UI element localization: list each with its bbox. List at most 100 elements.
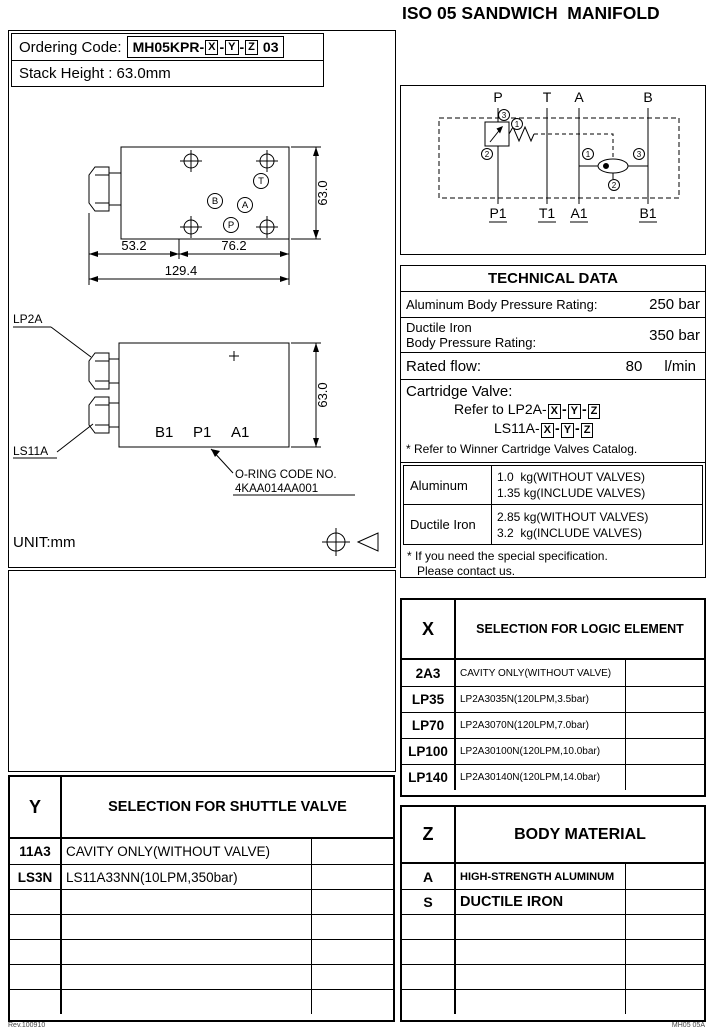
side-view-drawing (13, 326, 379, 556)
special-spec-note-line1: * If you need the special specification. (407, 549, 608, 563)
ductile-pressure-value: 350 bar (649, 326, 700, 344)
code-prefix: MH05KPR- (132, 39, 205, 55)
y-row-extra (312, 839, 393, 864)
x-row-desc: LP2A30140N(120LPM,14.0bar) (456, 765, 626, 790)
z-table-empty-row (402, 914, 704, 939)
ref-y-box: Y (567, 404, 581, 419)
y-table-empty-row (10, 964, 393, 989)
x-table-header: X SELECTION FOR LOGIC ELEMENT (402, 600, 704, 660)
weight-section: Aluminum 1.0 kg(WITHOUT VALVES) 1.35 kg(… (401, 463, 705, 547)
port-t-label: T (258, 176, 264, 187)
x-row-extra (626, 739, 704, 764)
y-table-key: Y (10, 777, 62, 837)
schematic-port-b1: B1 (639, 205, 656, 221)
schematic-num-2: 2 (612, 181, 617, 190)
ref-x-box: X (540, 423, 555, 438)
y-row-code: 11A3 (10, 839, 62, 864)
footer-doc-code: MH05 05A (671, 1022, 705, 1027)
unit-label: UNIT:mm (13, 534, 76, 551)
ductile-pressure-label-line2: Body Pressure Rating: (406, 335, 537, 350)
y-table-title: SELECTION FOR SHUTTLE VALVE (108, 799, 347, 815)
x-row-desc: LP2A3070N(120LPM,7.0bar) (456, 713, 626, 738)
aluminum-pressure-label: Aluminum Body Pressure Rating: (406, 297, 598, 312)
technical-drawings: T B A P 53.2 76.2 129.4 63.0 (13, 146, 379, 556)
x-table-title: SELECTION FOR LOGIC ELEMENT (476, 622, 684, 636)
z-row-extra (626, 890, 704, 914)
cartridge-note: * Refer to Winner Cartridge Valves Catal… (406, 442, 638, 456)
ref-separator: - (581, 401, 587, 417)
z-table-empty-row (402, 989, 704, 1014)
z-table-empty-row (402, 964, 704, 989)
code-z-box: Z (245, 39, 258, 55)
y-row-code: LS3N (10, 865, 62, 889)
z-table-title: BODY MATERIAL (514, 825, 646, 843)
schematic-arrow (496, 126, 503, 134)
z-row-code: S (402, 890, 456, 914)
notes-panel (8, 570, 396, 772)
y-table-empty-row (10, 939, 393, 964)
cartridge-valve-section: Cartridge Valve: Refer to LP2A-X-Y-Z LS1… (401, 380, 705, 463)
weight-row-ductile: Ductile Iron 2.85 kg(WITHOUT VALVES) 3.2… (404, 505, 702, 544)
x-table-row: 2A3 CAVITY ONLY(WITHOUT VALVE) (402, 660, 704, 686)
weight-material: Ductile Iron (404, 505, 492, 544)
side-view-dimension-arrows (211, 343, 319, 457)
y-row-desc: CAVITY ONLY(WITHOUT VALVE) (62, 839, 312, 864)
y-row-desc: LS11A33NN(10LPM,350bar) (62, 865, 312, 889)
footer-revision: Rev.100910 (8, 1022, 46, 1027)
z-selection-table: Z BODY MATERIAL A HIGH-STRENGTH ALUMINUM… (400, 805, 706, 1022)
plus-mark: + (230, 349, 237, 363)
port-p1-label: P1 (193, 424, 211, 441)
x-table-key: X (402, 600, 456, 658)
code-x-box: X (205, 39, 219, 55)
x-row-desc: LP2A30100N(120LPM,10.0bar) (456, 739, 626, 764)
oring-code-line2: 4KAA014AA001 (235, 483, 318, 495)
port-p-label: P (228, 220, 234, 231)
ductile-pressure-label: Ductile Iron Body Pressure Rating: (406, 320, 536, 350)
stack-height-label: Stack Height : 63.0mm (11, 60, 324, 87)
y-table-row: LS3N LS11A33NN(10LPM,350bar) (10, 864, 393, 889)
page-title: ISO 05 SANDWICH MANIFOLD (402, 3, 660, 23)
weight-values: 2.85 kg(WITHOUT VALVES) 3.2 kg(INCLUDE V… (492, 505, 702, 544)
z-row-extra (626, 864, 704, 889)
y-table-header: Y SELECTION FOR SHUTTLE VALVE (10, 777, 393, 839)
oring-code-line1: O-RING CODE NO. (235, 469, 337, 481)
schematic-num-1: 1 (586, 150, 591, 159)
ordering-code-label: Ordering Code: (19, 38, 122, 56)
x-table-row: LP70 LP2A3070N(120LPM,7.0bar) (402, 712, 704, 738)
weight-table: Aluminum 1.0 kg(WITHOUT VALVES) 1.35 kg(… (403, 465, 703, 545)
y-table-empty-row (10, 889, 393, 914)
x-row-desc: CAVITY ONLY(WITHOUT VALVE) (456, 660, 626, 686)
aluminum-pressure-value: 250 bar (649, 296, 700, 313)
hydraulic-schematic-panel: P T A B P1 T1 A1 B1 3 1 2 1 3 2 (400, 85, 706, 255)
code-y-box: Y (225, 39, 239, 55)
rated-flow-value: 80 (625, 357, 643, 375)
x-row-code: LP70 (402, 713, 456, 738)
z-table-header: Z BODY MATERIAL (402, 807, 704, 864)
port-a-label: A (242, 200, 249, 211)
x-selection-table: X SELECTION FOR LOGIC ELEMENT 2A3 CAVITY… (400, 598, 706, 797)
schematic-num-2: 2 (485, 150, 490, 159)
schematic-num-1: 1 (515, 120, 520, 129)
z-table-row: S DUCTILE IRON (402, 889, 704, 914)
weight-value-line: 1.0 kg(WITHOUT VALVES) (497, 470, 646, 484)
ref-separator: - (561, 401, 567, 417)
weight-material: Aluminum (404, 466, 492, 504)
ref-z-box: Z (587, 404, 601, 419)
schematic-port-t: T (543, 89, 552, 105)
z-row-desc: DUCTILE IRON (456, 890, 626, 914)
code-separator: - (219, 39, 225, 55)
x-row-extra (626, 660, 704, 686)
x-table-row: LP35 LP2A3035N(120LPM,3.5bar) (402, 686, 704, 712)
x-row-desc: LP2A3035N(120LPM,3.5bar) (456, 687, 626, 712)
schematic-port-t1: T1 (539, 205, 556, 221)
y-table-empty-row (10, 989, 393, 1014)
rated-flow-unit: l/min (664, 357, 696, 375)
schematic-port-a1: A1 (570, 205, 587, 221)
code-separator: - (239, 39, 245, 55)
x-table-row: LP100 LP2A30100N(120LPM,10.0bar) (402, 738, 704, 764)
dim-76-2: 76.2 (221, 238, 246, 253)
schematic-num-3: 3 (502, 111, 507, 120)
x-row-extra (626, 765, 704, 790)
